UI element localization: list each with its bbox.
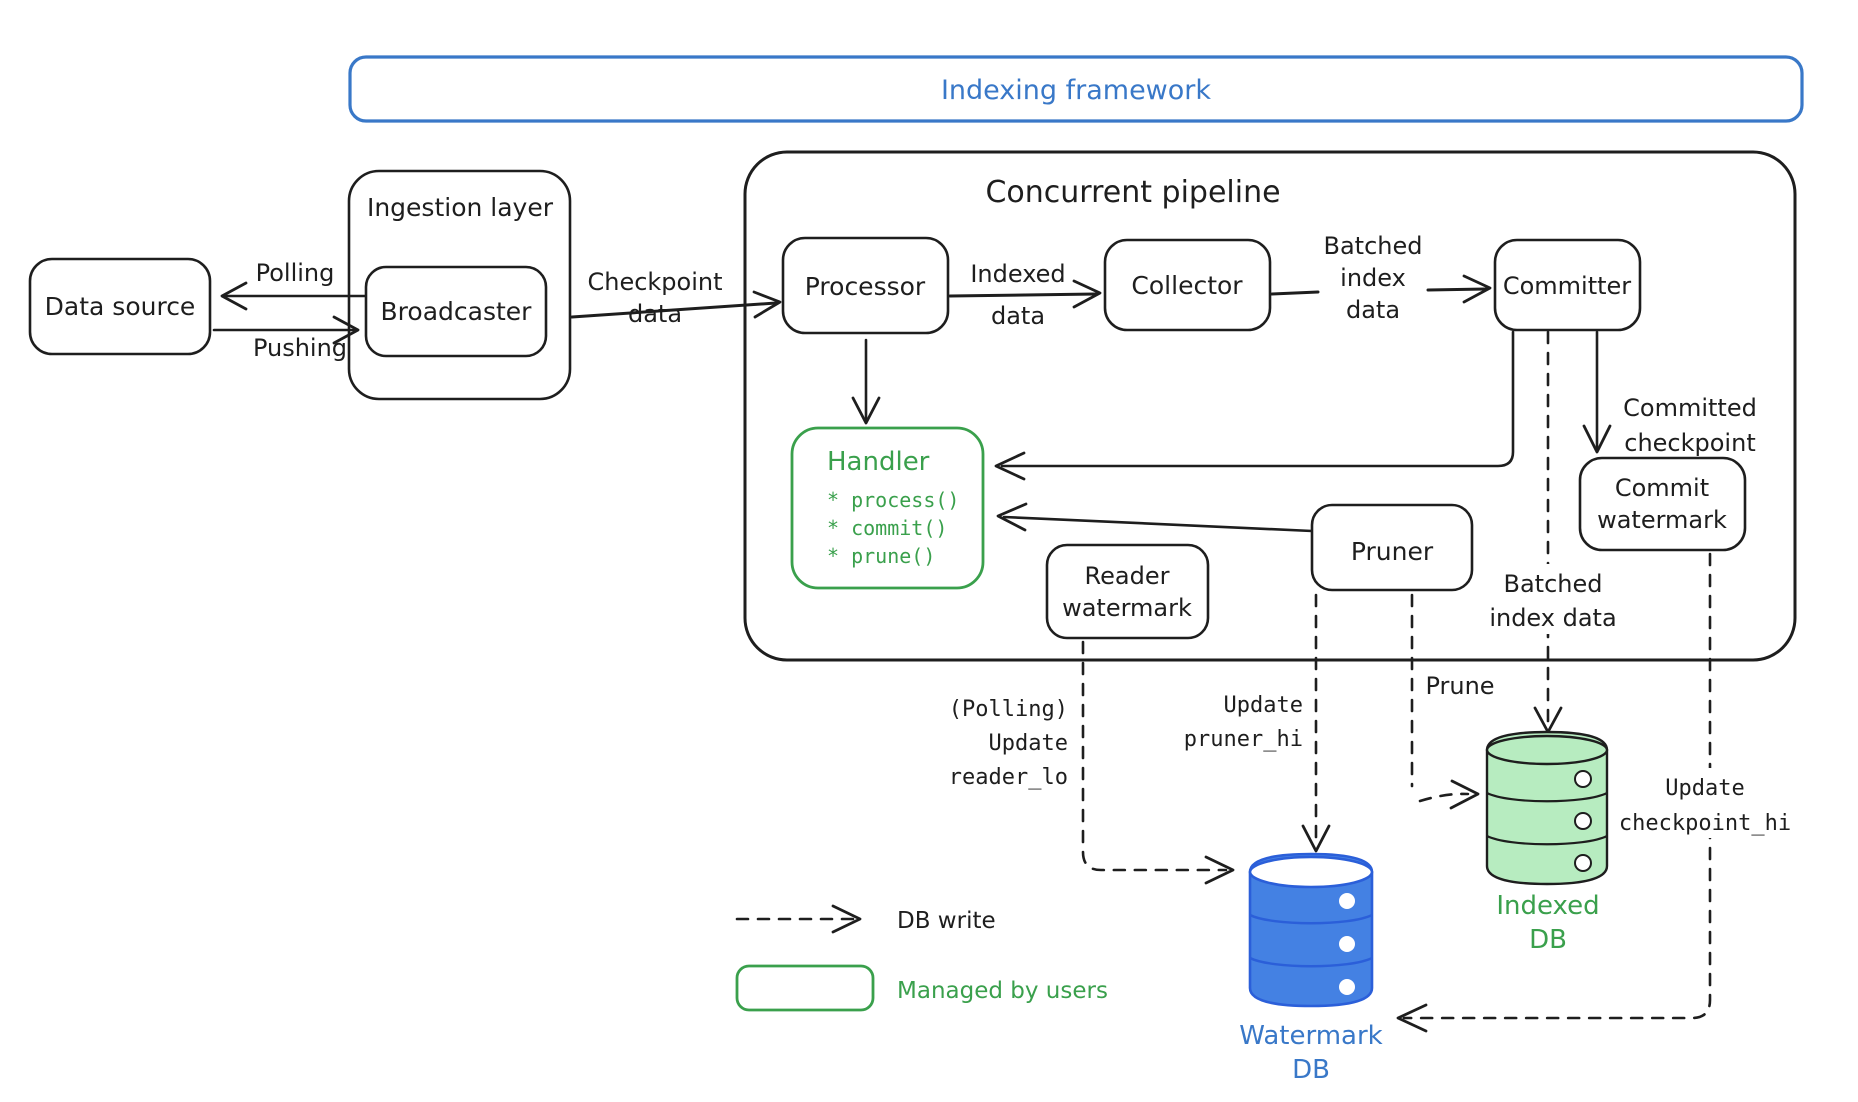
watermark-db-label-2: DB [1292, 1055, 1330, 1085]
pushing-label: Pushing [253, 334, 347, 362]
batched-index-arrowhead [1462, 274, 1492, 304]
watermark-db-label-1: Watermark [1239, 1021, 1382, 1051]
batched-index-bottom-2: index data [1489, 604, 1616, 632]
pruner-hi-arrowhead [1301, 824, 1331, 853]
batched-index-top-3: data [1346, 296, 1400, 324]
batched-index-top-1: Batched [1324, 232, 1423, 260]
indexed-data-label-2: data [991, 302, 1045, 330]
committed-checkpoint-2: checkpoint [1624, 429, 1755, 457]
pruner-label: Pruner [1351, 537, 1434, 566]
reader-watermark-label-1: Reader [1085, 562, 1170, 590]
broadcaster-label: Broadcaster [381, 297, 533, 326]
prune-dashed-line [1410, 593, 1470, 803]
batched-label-plate [1484, 564, 1622, 634]
indexed-db-label-1: Indexed [1496, 891, 1599, 921]
handler-title: Handler [827, 447, 930, 477]
collector-box [1103, 238, 1272, 332]
prune-arrowhead [1449, 779, 1480, 810]
watermark-db-top [1248, 855, 1374, 889]
update-checkpoint-hi-2: checkpoint_hi [1619, 811, 1791, 836]
polling-arrowhead [220, 281, 248, 311]
indexed-db-top [1485, 734, 1609, 766]
ingestion-title: Ingestion layer [367, 193, 554, 222]
watermark-db-bands [1249, 913, 1373, 968]
handler-method-process: * process() [827, 488, 959, 512]
handler-method-prune: * prune() [827, 544, 935, 568]
polling-update-reader-2: Update [989, 731, 1068, 756]
checkpoint-data-arrowhead [752, 290, 782, 319]
indexed-data-arrow [948, 292, 1098, 298]
indexed-data-arrowhead [1072, 279, 1102, 309]
legend-db-write-label: DB write [897, 908, 996, 934]
committer-handler-line [1000, 330, 1515, 468]
checkpoint-hi-dashed-line [1402, 552, 1712, 1020]
reader-watermark-label-2: watermark [1062, 594, 1192, 622]
committer-box [1493, 238, 1642, 332]
watermark-db-dot-1 [1339, 893, 1355, 909]
checkpoint-data-label-2: data [628, 300, 682, 328]
indexed-db-dot-2 [1574, 812, 1592, 830]
indexing-framework-banner [348, 55, 1804, 123]
banner-title: Indexing framework [941, 75, 1211, 106]
collector-label: Collector [1131, 271, 1243, 300]
commit-watermark-label-2: watermark [1597, 506, 1727, 534]
commit-watermark-label-1: Commit [1615, 474, 1709, 502]
indexed-db-dot-1 [1574, 770, 1592, 788]
legend-db-write-arrowhead [831, 904, 862, 934]
processor-label: Processor [805, 272, 926, 301]
update-pruner-hi-2: pruner_hi [1184, 727, 1303, 752]
watermark-db-cylinder [1248, 852, 1374, 1008]
pruner-handler-arrowhead [996, 502, 1028, 532]
watermark-db-dot-2 [1339, 936, 1355, 952]
legend-managed-box [735, 964, 875, 1012]
data-source-box [28, 257, 212, 356]
batched-index-top-2: index [1340, 264, 1406, 292]
committed-checkpoint-arrowhead [1582, 424, 1612, 454]
watermark-db-dot-3 [1339, 979, 1355, 995]
processor-box [781, 236, 950, 335]
polling-update-reader-3: reader_lo [949, 765, 1068, 790]
checkpoint-data-label-1: Checkpoint [587, 268, 722, 296]
polling-label: Polling [256, 259, 335, 287]
polling-update-reader-1: (Polling) [949, 697, 1068, 722]
handler-box [790, 426, 985, 590]
handler-method-commit: * commit() [827, 516, 947, 540]
pruner-box [1310, 503, 1474, 592]
committed-checkpoint-1: Committed [1623, 394, 1757, 422]
indexed-db-bands [1486, 792, 1608, 846]
pipeline-title: Concurrent pipeline [985, 175, 1280, 210]
update-checkpoint-hi-1: Update [1665, 776, 1744, 801]
checkpoint-hi-label-plate [1590, 768, 1822, 838]
data-source-label: Data source [45, 292, 196, 321]
reader-lo-dashed-line [1081, 640, 1228, 872]
committer-handler-arrowhead [994, 451, 1026, 481]
batched-index-bottom-1: Batched [1504, 570, 1603, 598]
legend-managed-label: Managed by users [897, 978, 1108, 1004]
pruner-handler-line [1002, 515, 1314, 533]
checkpoint-hi-arrowhead [1396, 1003, 1428, 1033]
indexed-db-label-2: DB [1529, 925, 1567, 955]
reader-watermark-box [1045, 543, 1210, 640]
broadcaster-box [364, 265, 548, 358]
indexed-data-label-1: Indexed [970, 260, 1065, 288]
commit-watermark-box [1578, 456, 1747, 552]
pushing-arrowhead [332, 315, 360, 345]
committer-label: Committer [1503, 272, 1631, 300]
prune-label: Prune [1425, 672, 1494, 700]
processor-handler-arrowhead [851, 396, 881, 425]
checkpoint-data-arrow [570, 301, 778, 319]
update-pruner-hi-1: Update [1224, 693, 1303, 718]
batched-index-arrow [1270, 287, 1488, 296]
reader-lo-arrowhead [1204, 855, 1235, 885]
indexed-db-cylinder [1485, 730, 1609, 886]
indexed-db-dot-3 [1574, 854, 1592, 872]
